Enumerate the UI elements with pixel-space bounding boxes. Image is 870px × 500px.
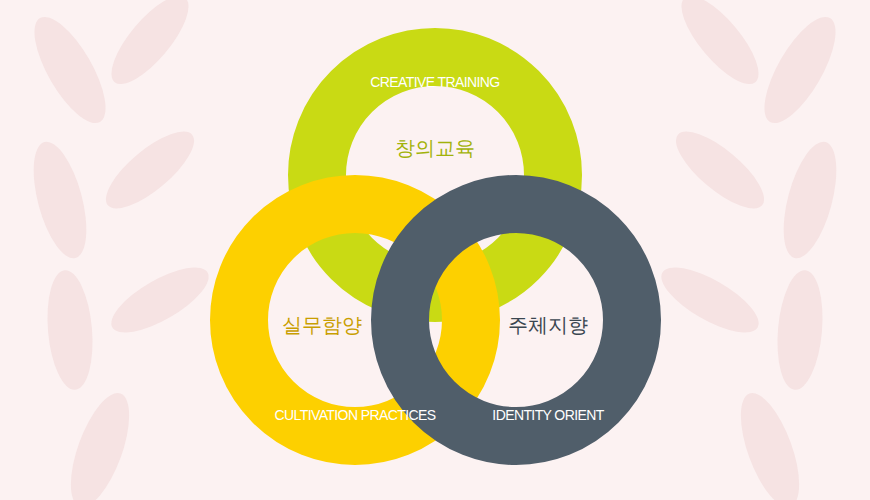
laurel-leaves xyxy=(21,0,849,500)
ring-circle xyxy=(400,204,632,436)
korean-label: 주체지향 xyxy=(508,312,588,339)
korean-label: 창의교육 xyxy=(395,135,475,162)
english-label: CREATIVE TRAINING xyxy=(370,74,499,90)
korean-label: 실무함양 xyxy=(282,312,362,339)
english-label: IDENTITY ORIENT xyxy=(492,407,603,423)
english-label: CULTIVATION PRACTICES xyxy=(275,407,436,423)
